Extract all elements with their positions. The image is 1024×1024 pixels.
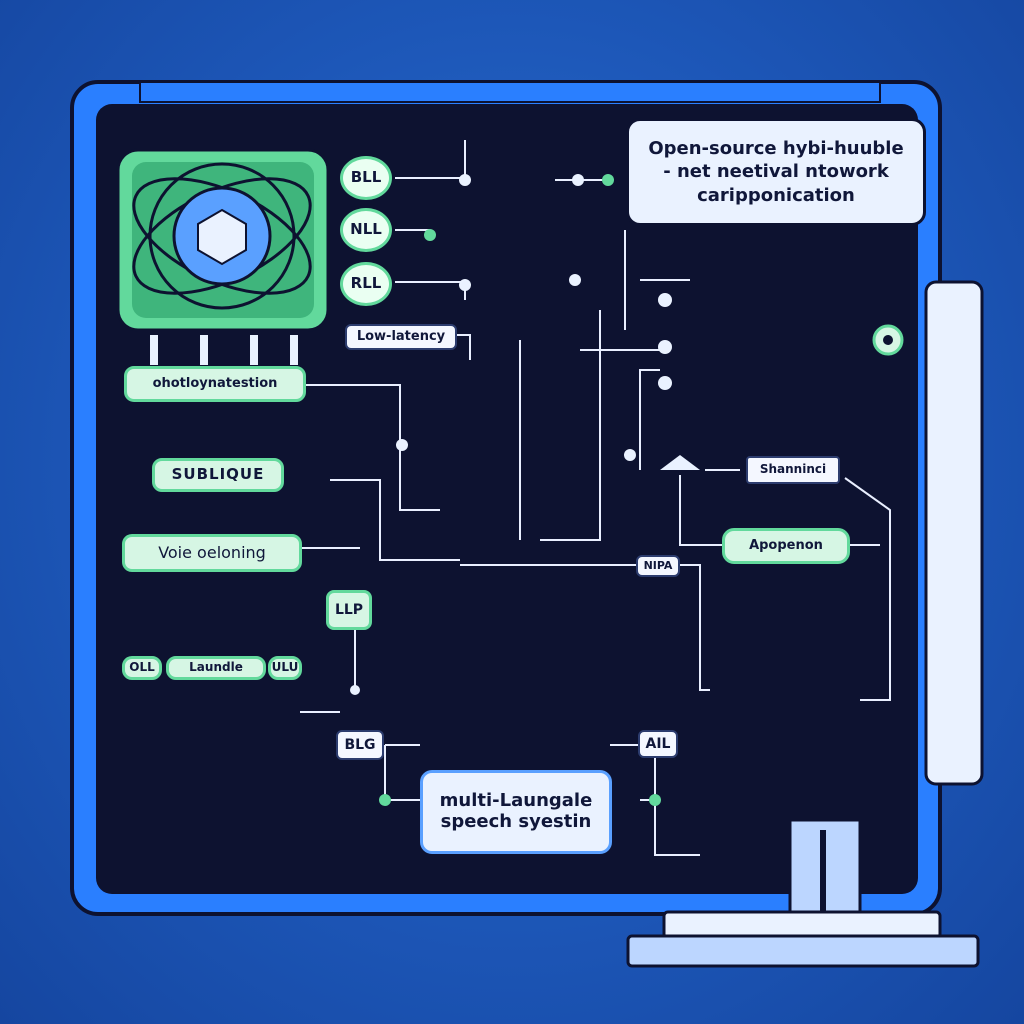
stand <box>626 280 984 968</box>
langde-left-cell: OLL <box>122 656 162 680</box>
scanning-label: Shanninci <box>746 456 840 484</box>
callout-line-3: caripponication <box>697 184 855 206</box>
bll-badge: BLL <box>340 156 392 200</box>
neural-sphere-module <box>116 148 330 365</box>
low-latency-tag: Low-latency <box>345 324 457 350</box>
callout-line-2: - net neetival ntowork <box>663 161 889 183</box>
suplique-label: SUBLIQUE <box>152 458 284 492</box>
nipa-tag: NIPA <box>636 555 680 577</box>
orchestration-label: ohotloynatestion <box>124 366 306 402</box>
langde-right-cell: ULU <box>268 656 302 680</box>
multilang-line-2: speech syestin <box>440 811 592 832</box>
rll-badge: RLL <box>340 262 392 306</box>
callout-box: Open-source hybi-huuble - net neetival n… <box>626 118 926 226</box>
voice-cloning-label: Voie oeloning <box>122 534 302 572</box>
multilang-line-1: multi-Laungale <box>439 790 593 812</box>
langde-mid-cell: Laundle <box>166 656 266 680</box>
wire-nodes <box>350 174 904 806</box>
blg-tag: BLG <box>336 730 384 760</box>
ail-tag: AIL <box>638 730 678 758</box>
callout-line-1: Open-source hybi-huuble <box>648 137 904 159</box>
nll-badge: NLL <box>340 208 392 252</box>
multilang-speech-label: multi-Laungale speech syestin <box>420 770 612 854</box>
lip-badge: LLP <box>326 590 372 630</box>
apopenon-label: Apopenon <box>722 528 850 564</box>
